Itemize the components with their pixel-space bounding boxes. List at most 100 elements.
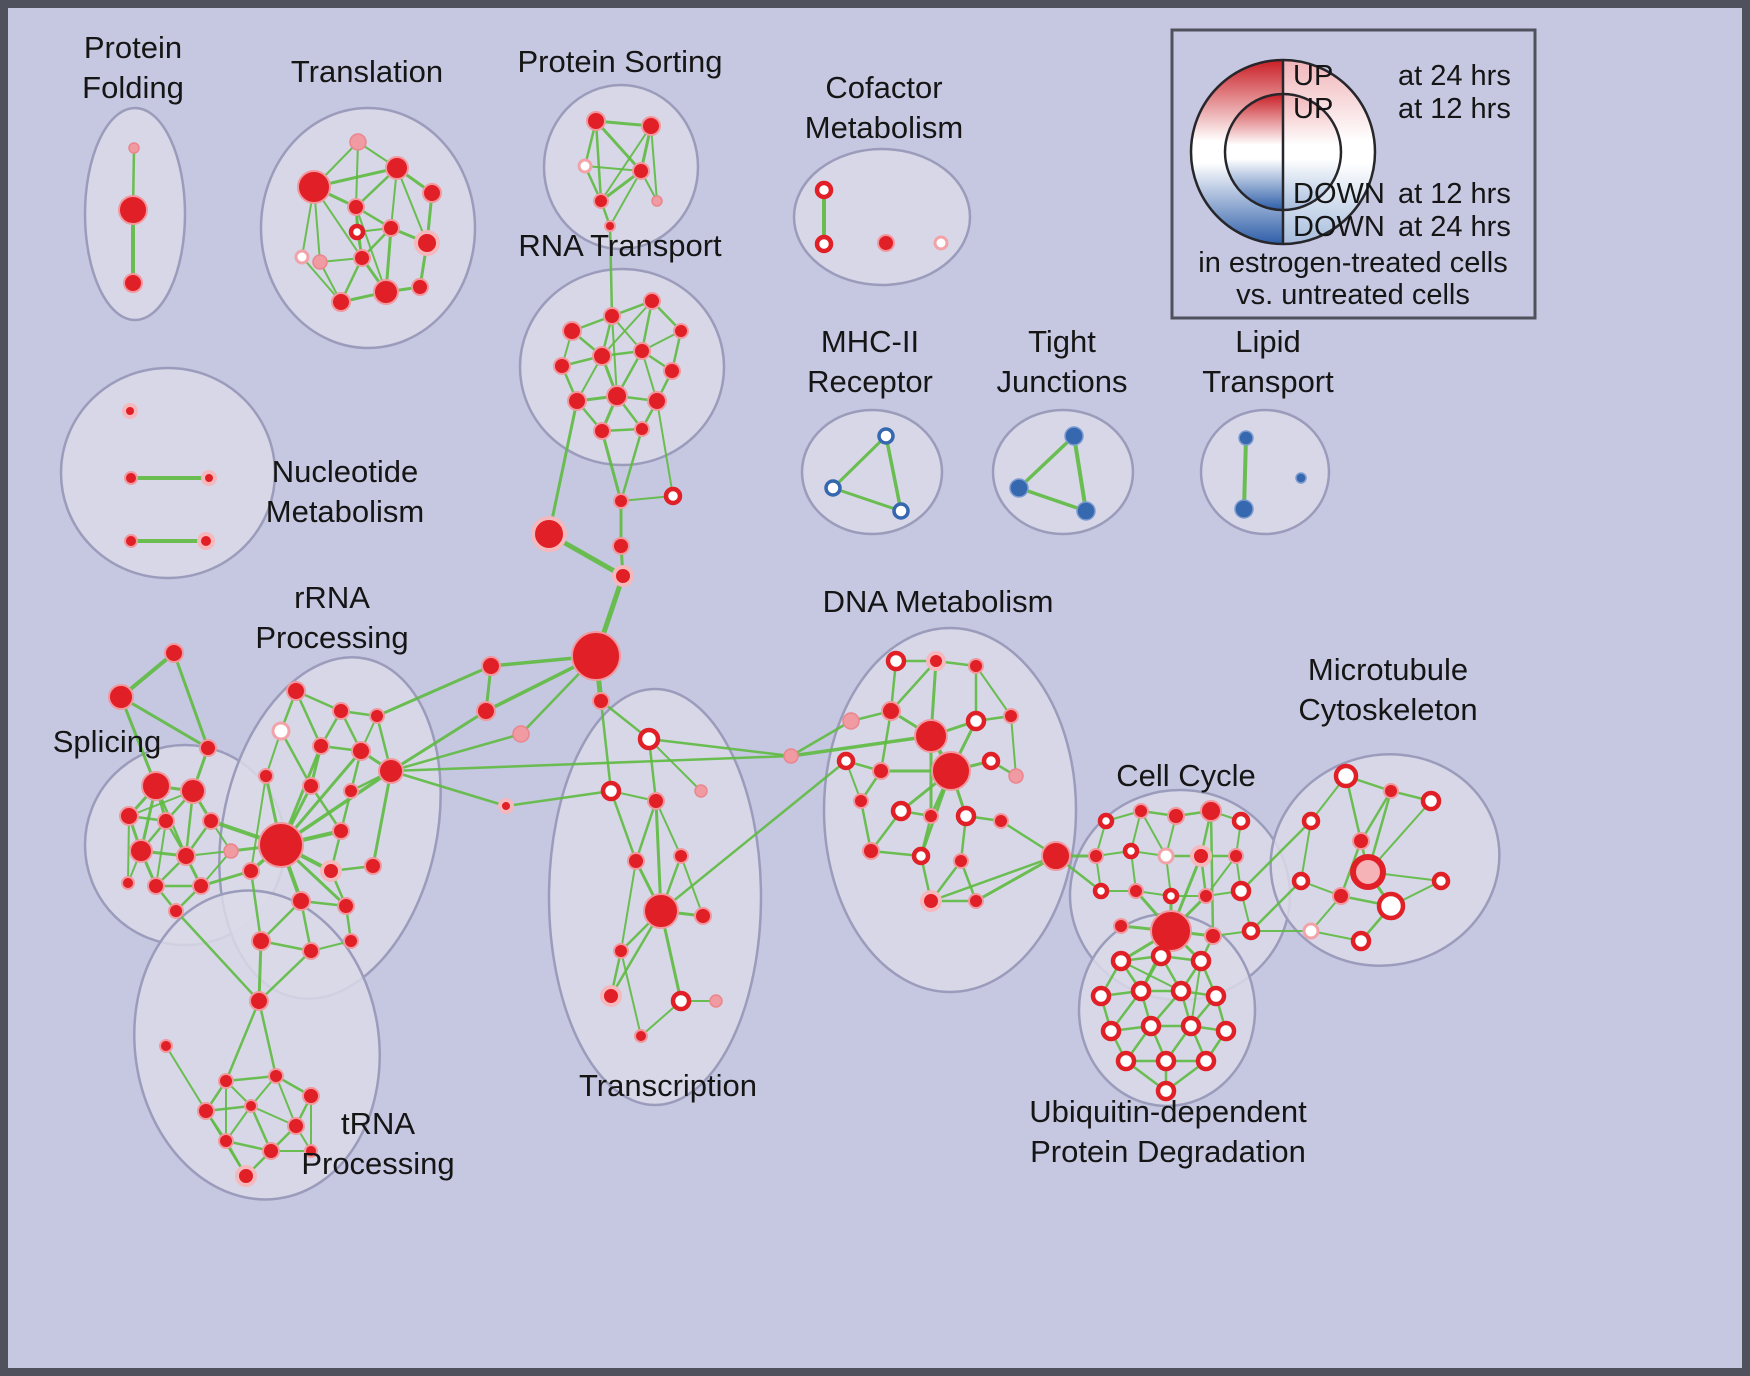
node — [268, 1068, 284, 1084]
node — [512, 725, 530, 743]
node — [890, 800, 912, 822]
node — [1332, 887, 1350, 905]
node — [1100, 1020, 1122, 1042]
node — [600, 985, 622, 1007]
node — [1150, 910, 1192, 952]
node — [141, 771, 171, 801]
edge — [1209, 809, 1215, 938]
node — [553, 357, 571, 375]
node — [881, 701, 901, 721]
node — [1230, 880, 1252, 902]
legend-caption-line1: in estrogen-treated cells — [1198, 247, 1508, 279]
node — [159, 1039, 173, 1053]
node — [1333, 763, 1359, 789]
node — [343, 783, 359, 799]
node — [176, 846, 196, 866]
edge — [1359, 789, 1393, 843]
edge — [257, 939, 263, 1003]
edge — [974, 854, 1058, 903]
edge — [1239, 819, 1313, 893]
legend-row2-time: at 12 hrs — [1398, 178, 1511, 210]
node — [1195, 1050, 1217, 1072]
node — [562, 321, 582, 341]
edge — [600, 125, 652, 202]
node — [122, 403, 138, 419]
node — [498, 798, 514, 814]
edge — [599, 699, 613, 793]
cluster-nucleotide-ellipse — [59, 366, 277, 580]
node — [1352, 832, 1370, 850]
node — [1420, 790, 1442, 812]
node — [694, 784, 708, 798]
edge — [975, 665, 1012, 717]
edge — [174, 909, 261, 1003]
node — [244, 1099, 258, 1113]
node — [993, 813, 1009, 829]
edge — [504, 789, 613, 808]
legend-row3-dir: DOWN — [1293, 211, 1385, 243]
node — [634, 421, 650, 437]
edge — [594, 119, 603, 203]
node — [168, 903, 184, 919]
edge — [1017, 486, 1088, 513]
node — [1128, 883, 1144, 899]
edge — [609, 789, 638, 863]
cluster-label-cell_cycle: Cell Cycle — [1116, 758, 1256, 793]
node — [637, 727, 661, 751]
node — [343, 933, 359, 949]
edge — [620, 950, 642, 1037]
node — [349, 133, 367, 151]
edge — [172, 651, 210, 750]
node — [302, 777, 320, 795]
node — [422, 183, 442, 203]
node — [592, 692, 610, 710]
node — [199, 739, 217, 757]
cluster-label-dna: DNA Metabolism — [823, 584, 1054, 619]
node — [297, 170, 331, 204]
node — [953, 853, 969, 869]
node — [694, 907, 712, 925]
node — [1291, 871, 1311, 891]
node — [1200, 800, 1222, 822]
legend-row2-dir: DOWN — [1293, 178, 1385, 210]
node — [1302, 922, 1320, 940]
node — [378, 758, 404, 784]
node — [1009, 478, 1029, 498]
cluster-label-translation: Translation — [291, 54, 443, 89]
edge — [389, 754, 793, 773]
node — [1162, 887, 1180, 905]
node — [1097, 812, 1115, 830]
edge — [257, 999, 278, 1078]
node — [337, 897, 355, 915]
node — [364, 857, 382, 875]
node — [164, 643, 184, 663]
node — [1076, 501, 1096, 521]
edge — [309, 784, 343, 833]
edge — [355, 141, 359, 208]
node — [197, 532, 215, 550]
cluster-tight-ellipse — [991, 408, 1135, 536]
node — [1228, 848, 1244, 864]
edge — [396, 167, 428, 244]
node — [853, 793, 869, 809]
legend-row3-time: at 24 hrs — [1398, 211, 1511, 243]
edge — [119, 695, 158, 788]
node — [892, 502, 910, 520]
node — [294, 249, 310, 265]
edge — [294, 689, 323, 748]
node — [1150, 945, 1172, 967]
cluster-label-transcription: Transcription — [579, 1068, 757, 1103]
node — [641, 116, 661, 136]
node — [218, 1073, 234, 1089]
node — [197, 1102, 215, 1120]
legend-row1-time: at 12 hrs — [1398, 93, 1511, 125]
node — [783, 748, 799, 764]
edge — [608, 224, 614, 318]
node — [1113, 918, 1129, 934]
